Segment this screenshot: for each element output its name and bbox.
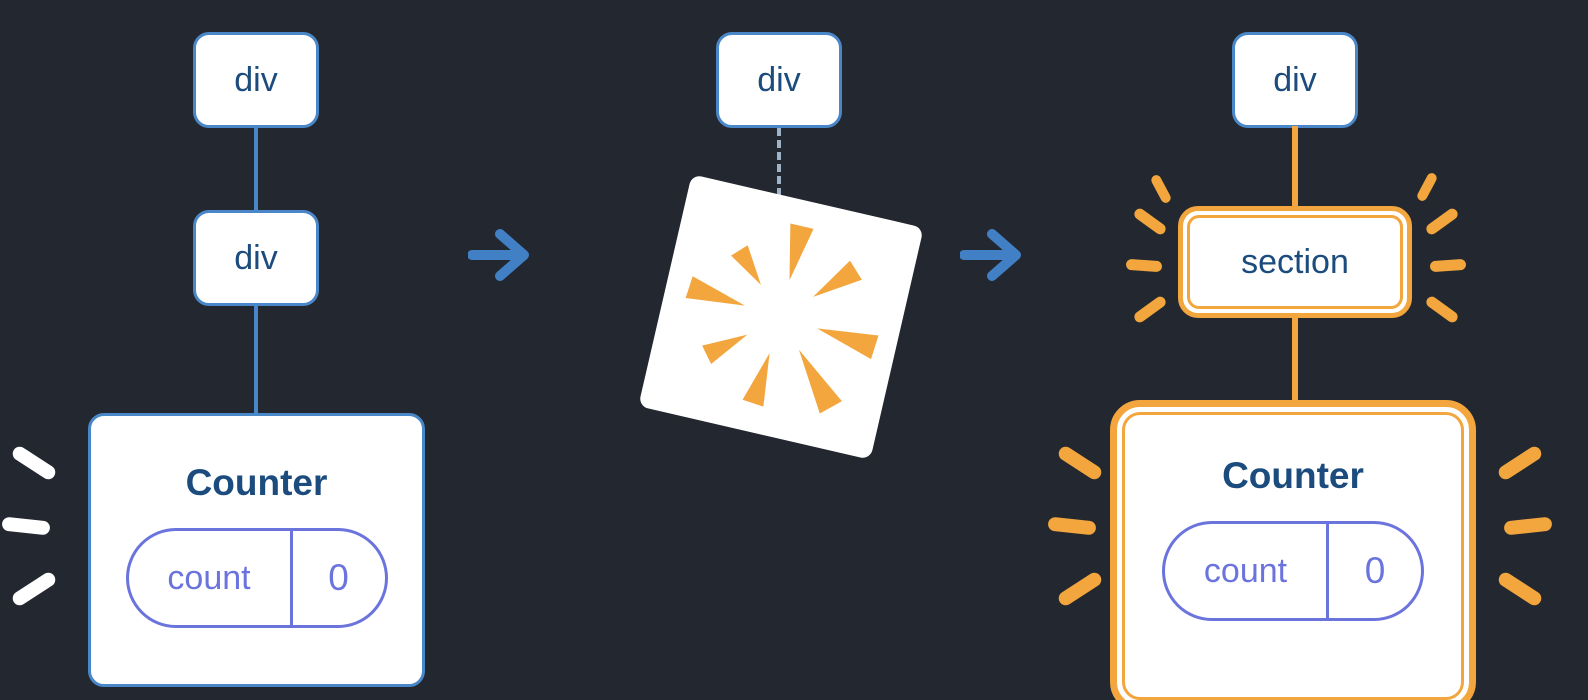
burst-ray-icon xyxy=(1496,444,1544,482)
state-key: count xyxy=(1165,524,1329,618)
tree-connector-highlight xyxy=(1292,318,1298,402)
root-div-label: div xyxy=(757,60,801,99)
burst-ray-icon xyxy=(10,444,58,482)
child-div-node: div xyxy=(193,210,319,306)
child-div-label: div xyxy=(234,238,278,277)
component-title: Counter xyxy=(185,462,328,503)
poof-square xyxy=(638,174,924,460)
state-value: 0 xyxy=(328,557,349,598)
burst-ray-icon xyxy=(1125,258,1163,273)
counter-component-card: Counter count 0 xyxy=(1122,412,1464,700)
section-label: section xyxy=(1241,242,1349,281)
arrow-right-icon xyxy=(468,229,529,281)
root-div-node: div xyxy=(1232,32,1358,128)
state-pill: count 0 xyxy=(125,528,388,628)
burst-ray-icon xyxy=(1503,516,1553,536)
component-title: Counter xyxy=(1222,455,1364,496)
burst-ray-icon xyxy=(1056,444,1104,482)
tree-connector-highlight xyxy=(1292,126,1298,210)
burst-ray-icon xyxy=(10,570,58,608)
burst-ray-icon xyxy=(1132,206,1168,237)
burst-ray-icon xyxy=(1429,258,1467,273)
dashed-connector xyxy=(777,128,781,220)
state-value: 0 xyxy=(1364,550,1386,591)
state-pill: count 0 xyxy=(1162,521,1424,621)
burst-ray-icon xyxy=(1149,173,1173,205)
burst-ray-icon xyxy=(1,516,51,536)
burst-ray-icon xyxy=(1056,570,1104,608)
burst-ray-icon xyxy=(1132,294,1168,325)
state-key: count xyxy=(129,531,293,625)
burst-ray-icon xyxy=(1424,206,1460,237)
tree-connector xyxy=(254,126,258,212)
section-node-highlight: section xyxy=(1178,206,1412,318)
root-div-label: div xyxy=(1273,60,1317,99)
root-div-label: div xyxy=(234,60,278,99)
counter-component-card: Counter count 0 xyxy=(88,413,425,687)
section-node: section xyxy=(1187,215,1403,309)
arrow-right-icon xyxy=(960,229,1021,281)
burst-ray-icon xyxy=(1496,570,1544,608)
poof-burst-icon xyxy=(685,223,879,414)
root-div-node: div xyxy=(193,32,319,128)
counter-component-card-highlight: Counter count 0 xyxy=(1110,400,1476,700)
burst-ray-icon xyxy=(1415,171,1439,203)
burst-ray-icon xyxy=(1047,516,1097,536)
tree-connector xyxy=(254,304,258,415)
burst-ray-icon xyxy=(1424,294,1460,325)
root-div-node: div xyxy=(716,32,842,128)
